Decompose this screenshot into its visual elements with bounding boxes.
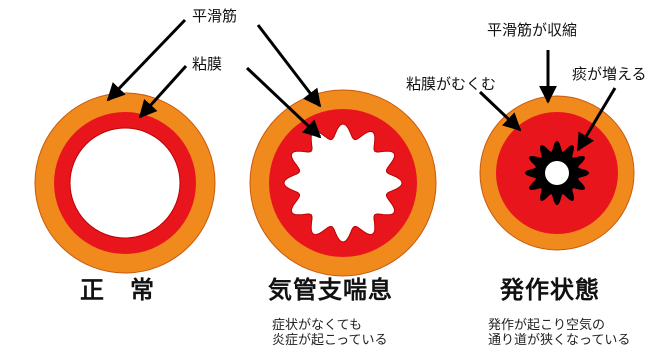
note-asthma: 症状がなくても 炎症が起こっている <box>272 318 388 348</box>
arrow-smooth-muscle-to-normal <box>106 18 187 102</box>
asthma-airway <box>249 89 437 277</box>
arrow-phlegm <box>576 87 617 152</box>
arrow-mucosa-to-asthma <box>245 66 322 139</box>
label-phlegm-increases: 痰が増える <box>572 65 647 83</box>
title-asthma: 気管支喘息 <box>268 276 393 304</box>
arrow-mucosa-to-normal <box>138 64 188 119</box>
title-normal: 正 常 <box>80 276 155 304</box>
label-smooth-muscle: 平滑筋 <box>192 7 238 25</box>
label-mucosa-swells: 粘膜がむくむ <box>406 75 497 93</box>
asthma-lumen-wavy <box>283 123 403 243</box>
arrow-smooth-muscle-to-asthma <box>256 24 322 108</box>
normal-airway <box>34 92 216 274</box>
attack-airway <box>479 95 635 251</box>
title-attack: 発作状態 <box>500 276 600 304</box>
attack-lumen <box>545 161 569 185</box>
note-attack: 発作が起こり空気の 通り道が狭くなっている <box>488 318 631 348</box>
normal-lumen <box>69 127 181 239</box>
label-smooth-muscle-contracts: 平滑筋が収縮 <box>487 21 578 39</box>
arrow-mucosa-swells <box>478 90 522 132</box>
label-mucosa: 粘膜 <box>192 55 223 73</box>
